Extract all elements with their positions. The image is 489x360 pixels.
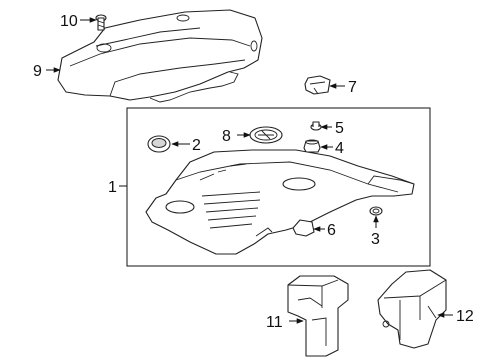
grommet-part-3 bbox=[369, 206, 383, 216]
emblem-part-8 bbox=[249, 126, 283, 144]
callout-2: 2 bbox=[192, 137, 201, 154]
part-1-group-frame bbox=[126, 107, 431, 267]
stud-part-5 bbox=[310, 121, 322, 131]
callout-10: 10 bbox=[60, 13, 78, 30]
callout-5: 5 bbox=[335, 120, 344, 137]
callout-11: 11 bbox=[266, 314, 283, 331]
callout-1: 1 bbox=[108, 179, 117, 196]
main-engine-cover bbox=[145, 149, 415, 255]
grommet-part-2 bbox=[147, 135, 171, 153]
bumper-part-6 bbox=[292, 219, 315, 237]
callout-9: 9 bbox=[33, 63, 42, 80]
callout-3: 3 bbox=[371, 231, 380, 248]
bracket-part-12 bbox=[377, 269, 447, 349]
callout-12: 12 bbox=[456, 308, 474, 325]
clip-part-7 bbox=[304, 75, 331, 95]
bracket-part-11 bbox=[287, 275, 349, 357]
callout-8: 8 bbox=[222, 128, 231, 145]
callout-6: 6 bbox=[327, 222, 336, 239]
leader-lines bbox=[46, 17, 453, 324]
callout-7: 7 bbox=[348, 79, 357, 96]
callout-4: 4 bbox=[335, 140, 344, 157]
bolt-part-10 bbox=[95, 14, 107, 31]
insulator-part-4 bbox=[303, 139, 321, 153]
upper-engine-cover bbox=[57, 9, 263, 103]
